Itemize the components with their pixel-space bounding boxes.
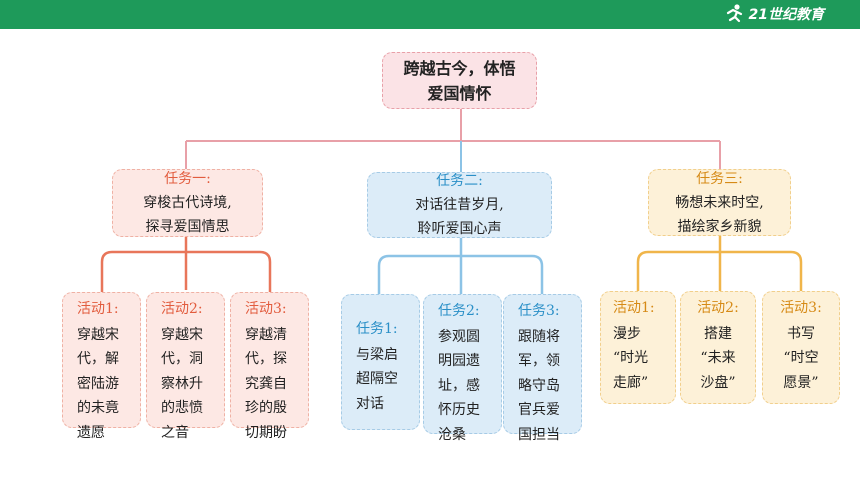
leaf-line: 穿越宋	[77, 326, 119, 343]
root-node: 跨越古今，体悟 爱国情怀	[382, 52, 537, 109]
leaf-line: “时光	[613, 350, 649, 366]
leaf-title: 活动1:	[613, 300, 655, 316]
leaf-line: 究龚自	[245, 375, 287, 392]
leaf-node: 活动2: 穿越宋 代，洞 察林升 的悲愤 之音	[146, 292, 225, 441]
leaf-line: 切期盼	[245, 424, 287, 441]
leaf-line: 沙盘”	[700, 374, 736, 391]
logo[interactable]: 21世纪教育	[723, 3, 824, 25]
leaf-line: 略守岛	[518, 377, 560, 394]
leaf-line: 明园遗	[438, 353, 480, 369]
running-person-icon	[726, 4, 742, 23]
leaf-line: 遗愿	[77, 424, 105, 441]
leaf-line: 超隔空	[356, 371, 398, 387]
leaf-title: 活动2:	[697, 300, 739, 316]
leaf-line: 察林升	[161, 375, 203, 392]
leaf-line: 沧桑	[438, 426, 466, 443]
root-line-1: 跨越古今，体悟	[403, 58, 516, 78]
root-line-2: 爱国情怀	[427, 83, 492, 103]
task-line: 探寻爱国情思	[145, 219, 230, 235]
leaf-line: “未来	[700, 350, 736, 366]
leaf-node: 活动2: 搭建 “未来 沙盘”	[680, 291, 756, 404]
leaf-line: 漫步	[613, 325, 641, 342]
leaf-line: 代，洞	[161, 351, 203, 367]
task-line: 穿梭古代诗境,	[143, 195, 232, 211]
leaf-title: 活动2:	[161, 301, 203, 317]
leaf-line: 书写	[787, 325, 815, 342]
task-line: 描绘家乡新貌	[677, 218, 762, 235]
leaf-title: 活动1:	[77, 301, 119, 317]
leaf-line: 愿景”	[783, 374, 819, 391]
leaf-title: 活动3:	[780, 300, 822, 316]
leaf-node: 任务1: 与梁启 超隔空 对话	[341, 294, 420, 430]
leaf-line: 军，领	[518, 353, 560, 369]
leaf-title: 任务1:	[356, 321, 398, 337]
leaf-line: 官兵爱	[518, 402, 560, 418]
leaf-line: 参观圆	[438, 328, 480, 345]
task-node-2: 任务二: 对话往昔岁月, 聆听爱国心声	[367, 172, 552, 238]
task-line: 聆听爱国心声	[417, 221, 502, 237]
leaf-line: 搭建	[704, 325, 732, 342]
leaf-line: 跟随将	[518, 328, 560, 345]
leaf-line: 国担当	[518, 426, 560, 443]
leaf-title: 任务2:	[438, 303, 480, 319]
logo-text: 21世纪教育	[748, 7, 824, 23]
leaf-node: 活动1: 漫步 “时光 走廊”	[600, 291, 676, 404]
leaf-node: 活动1: 穿越宋 代，解 密陆游 的未竟 遗愿	[62, 292, 141, 441]
leaf-line: “时空	[783, 350, 819, 366]
leaf-title: 任务3:	[518, 303, 560, 319]
task-node-1: 任务一: 穿梭古代诗境, 探寻爱国情思	[112, 169, 263, 237]
leaf-line: 怀历史	[438, 402, 480, 418]
task-title: 任务一:	[164, 171, 211, 187]
leaf-line: 与梁启	[356, 346, 398, 363]
leaf-line: 穿越清	[245, 326, 287, 343]
leaf-node: 任务3: 跟随将 军，领 略守岛 官兵爱 国担当	[503, 294, 582, 443]
task-title: 任务二:	[436, 173, 483, 189]
leaf-line: 之音	[161, 424, 189, 441]
task-line: 对话往昔岁月,	[415, 197, 504, 213]
leaf-line: 址，感	[438, 377, 480, 394]
leaf-line: 对话	[356, 395, 384, 412]
leaf-line: 代，解	[77, 351, 119, 367]
leaf-line: 代，探	[245, 351, 287, 367]
leaf-line: 密陆游	[77, 375, 119, 392]
header-bar: 21世纪教育	[0, 0, 860, 29]
task-node-3: 任务三: 畅想未来时空, 描绘家乡新貌	[648, 169, 791, 236]
leaf-node: 任务2: 参观圆 明园遗 址，感 怀历史 沧桑	[423, 294, 502, 443]
task-title: 任务三:	[696, 170, 743, 187]
leaf-title: 活动3:	[245, 301, 287, 317]
leaf-line: 的悲愤	[161, 400, 203, 416]
leaf-node: 活动3: 书写 “时空 愿景”	[762, 291, 840, 404]
leaf-line: 的未竟	[77, 400, 119, 416]
leaf-line: 珍的殷	[245, 400, 287, 416]
task-line: 畅想未来时空,	[675, 194, 764, 211]
leaf-line: 走廊”	[613, 374, 649, 391]
leaf-node: 活动3: 穿越清 代，探 究龚自 珍的殷 切期盼	[230, 292, 309, 441]
leaf-line: 穿越宋	[161, 326, 203, 343]
